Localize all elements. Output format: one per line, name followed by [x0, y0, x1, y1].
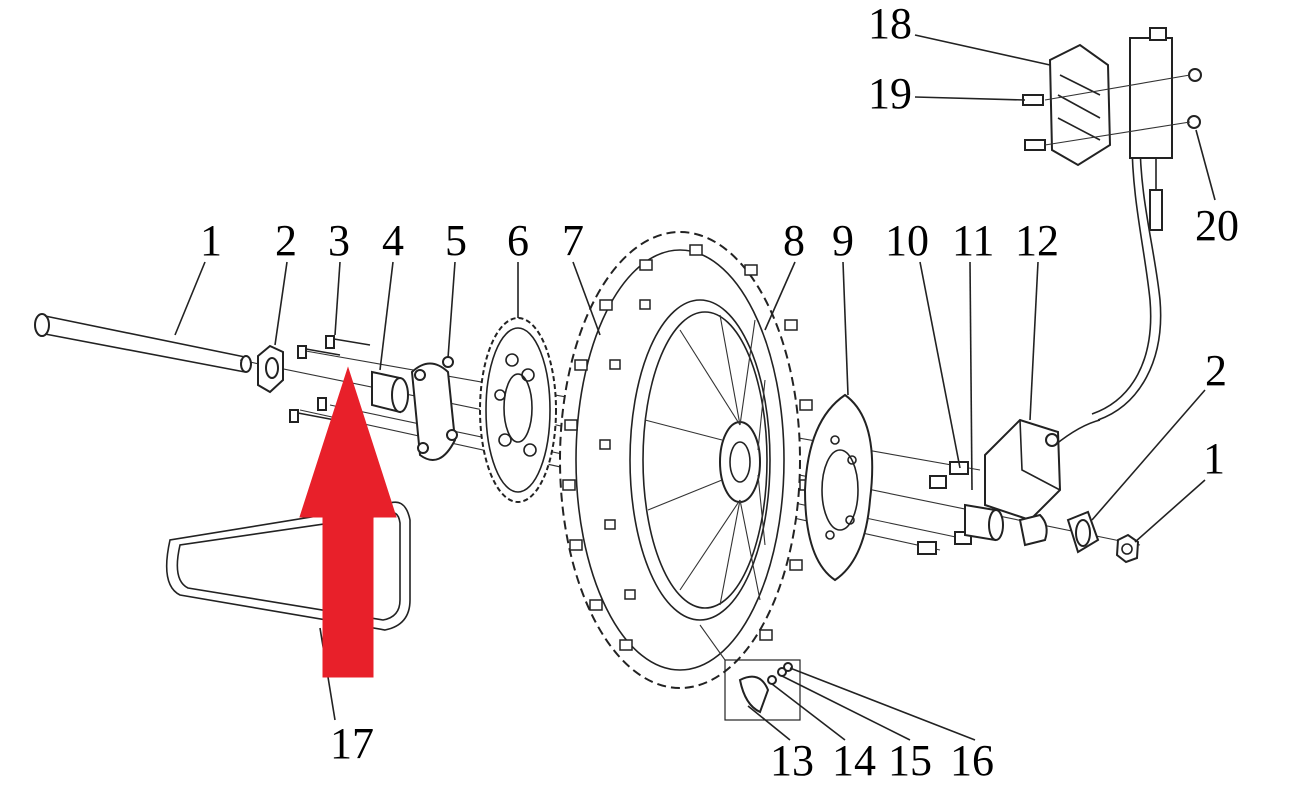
axle-nut — [1115, 533, 1140, 564]
sprocket — [479, 317, 557, 503]
callout-12: 12 — [1015, 216, 1059, 265]
callout-1-left: 1 — [200, 216, 222, 265]
brake-caliper — [984, 418, 1101, 547]
callout-2-right: 2 — [1205, 346, 1227, 395]
callout-19: 19 — [868, 69, 912, 118]
callout-16: 16 — [950, 736, 994, 785]
lock-plate — [410, 356, 458, 461]
callout-3: 3 — [328, 216, 350, 265]
highlight-arrow — [299, 366, 397, 678]
callout-20: 20 — [1195, 201, 1239, 250]
callout-4: 4 — [382, 216, 404, 265]
callout-7: 7 — [562, 216, 584, 265]
callout-13: 13 — [770, 736, 814, 785]
callout-8: 8 — [783, 216, 805, 265]
callout-11: 11 — [952, 216, 994, 265]
adjuster-right — [1066, 510, 1100, 554]
rear-wheel — [559, 231, 813, 689]
disc-bolts-and-spacer — [917, 461, 1004, 555]
leader-lines — [174, 34, 1216, 741]
master-cylinder — [1022, 27, 1202, 231]
callout-17: 17 — [330, 719, 374, 768]
bolts-and-spacer — [289, 335, 409, 423]
detail-box — [724, 659, 801, 721]
callout-15: 15 — [888, 736, 932, 785]
callout-9: 9 — [832, 216, 854, 265]
brake-hose — [1091, 139, 1162, 421]
callout-1-right: 1 — [1203, 434, 1225, 483]
callout-5: 5 — [445, 216, 467, 265]
callout-18: 18 — [868, 0, 912, 48]
brake-disc — [803, 393, 874, 582]
callout-2-left: 2 — [275, 216, 297, 265]
adjuster-left — [257, 344, 284, 394]
callout-10: 10 — [885, 216, 929, 265]
callout-14: 14 — [832, 736, 876, 785]
callout-6: 6 — [507, 216, 529, 265]
callout-labels: 1 2 3 4 5 6 7 8 9 10 11 12 2 1 13 14 15 … — [200, 0, 1239, 785]
axle — [34, 313, 252, 373]
